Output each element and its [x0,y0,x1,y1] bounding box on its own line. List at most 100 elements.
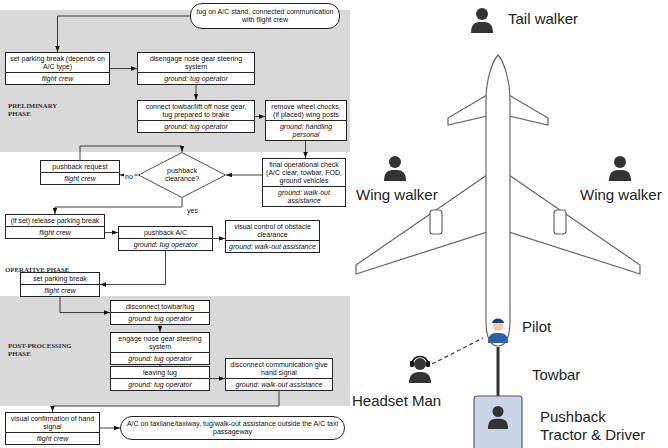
process-box: disengage nose gear steering systemgroun… [137,52,255,85]
figure-label: Towbar [530,366,582,384]
box-text: A/C on taxilane/taxiway, tug/walk-out as… [121,418,344,437]
label-holder: Wing walker [354,186,440,204]
process-box: final operational check (A/C clear, towb… [262,158,346,207]
box-text: disengage nose gear steering system [138,53,254,72]
process-box: pushback requestflight crew [40,160,120,185]
flow-arrow [213,238,225,239]
role-text: ground: tug operator [119,238,212,250]
flow-arrow [58,16,191,52]
headset-man-icon [409,357,431,384]
flow-arrow [305,141,306,158]
box-text: final operational check (A/C clear, towb… [263,159,345,186]
flow-arrow [100,251,166,284]
phase-band: set parking break (depends on A/C type)f… [0,10,350,152]
box-text: (if set) release parking break [6,215,104,226]
role-text: flight crew [41,172,119,184]
label-holder: Wing walker [578,186,664,204]
role-text: ground: handling personal [266,120,346,140]
flow-arrow [255,116,265,117]
box-text: tug on A/C stand, connected communicatio… [191,6,339,25]
box-text: pushback clearance? [156,167,208,183]
figure-label: Pilot [520,318,553,336]
process-box: pushback A/Cground: tug operator [118,226,213,251]
process-box: leaving tugground: tug operator [110,366,210,391]
flow-arrow [160,325,161,332]
box-text: disconnect towbar/tug [111,301,209,312]
decision-diamond: pushback clearance? [138,152,226,198]
driver-icon [488,406,508,429]
flow-arrow [53,391,280,412]
process-box: engage nose gear steering systemground: … [110,332,210,365]
fuselage [486,55,510,346]
flow-arrow [100,428,120,429]
wing-walker-icon [609,156,631,181]
role-text: ground: tug operator [111,352,209,364]
role-text: flight crew [6,226,104,238]
process-box: connect towbar/lift off nose gear, tug p… [137,100,255,133]
right-engine [554,210,566,234]
label-holder: Towbar [530,366,582,384]
headset-cable [432,338,483,364]
flow-arrow [105,232,118,233]
box-text: disconnect communication give hand signa… [226,359,332,378]
flow-arrow [226,175,262,176]
label-holder: Tail walker [506,10,580,28]
flow-arrow [55,198,182,214]
box-text: connect towbar/lift off nose gear, tug p… [138,101,254,120]
figure-label: Pushback Tractor & Driver [538,408,658,444]
figure-label: Headset Man [350,392,443,410]
flow-arrow [60,297,110,312]
pilot-icon [488,319,508,344]
left-stabilizer [448,95,487,125]
role-text: ground: tug operator [111,312,209,324]
process-box: disconnect towbar/tugground: tug operato… [110,300,210,325]
phase-label: POST-PROCESSING PHASE [8,342,78,358]
role-text: ground: tug operator [138,72,254,84]
label-holder: Pilot [520,318,553,336]
flow-arrow [80,146,182,160]
label-holder: yes [186,199,199,217]
role-text: ground: walk-out assistance [226,378,332,390]
band-fill [0,296,350,406]
figure-label: Tail walker [506,10,580,28]
process-box: set parking breakflight crew [20,272,100,297]
label-holder: no [124,165,134,183]
towbar [497,347,500,396]
box-text: set parking break [21,273,99,284]
label-holder: Pushback Tractor & Driver [538,408,658,444]
process-box: (if set) release parking breakflight cre… [5,214,105,239]
terminal-box: tug on A/C stand, connected communicatio… [190,3,340,29]
figure-label: Wing walker [578,186,664,204]
box-text: engage nose gear steering system [111,333,209,352]
process-box: visual control of obstacle clearancegrou… [225,220,320,253]
flow-arrow [196,85,197,100]
right-stabilizer [509,95,548,125]
process-box: visual confirmation of hand signalflight… [5,412,100,445]
edge-label: yes [186,207,199,215]
box-text: visual confirmation of hand signal [6,413,99,432]
role-text: ground: walk-out assistance [226,240,319,252]
tail-walker-icon [471,8,493,33]
edge-label: no [124,173,134,181]
left-engine [430,210,442,234]
role-text: ground: walk-out assistance [263,186,345,206]
terminal-box: A/C on taxilane/taxiway, tug/walk-out as… [120,416,345,440]
box-text: set parking break (depends on A/C type) [6,53,109,72]
flow-arrow [110,68,137,69]
phase-band: disconnect towbar/tugground: tug operato… [0,296,350,406]
box-text: leaving tug [111,367,209,378]
band-fill [0,10,350,152]
box-text: remove wheel chocks, (if placed) wing po… [266,101,346,120]
figure-label: Wing walker [354,186,440,204]
box-text: visual control of obstacle clearance [226,221,319,240]
label-holder: Headset Man [350,392,443,410]
phase-label: PRELIMINARY PHASE [8,102,68,118]
process-box: set parking break (depends on A/C type)f… [5,52,110,85]
role-text: flight crew [6,72,109,84]
box-text: pushback request [41,161,119,172]
role-text: ground: tug operator [111,378,209,390]
role-text: flight crew [6,432,99,444]
flow-arrow [210,378,225,379]
process-box: remove wheel chocks, (if placed) wing po… [265,100,347,141]
process-box: disconnect communication give hand signa… [225,358,333,391]
